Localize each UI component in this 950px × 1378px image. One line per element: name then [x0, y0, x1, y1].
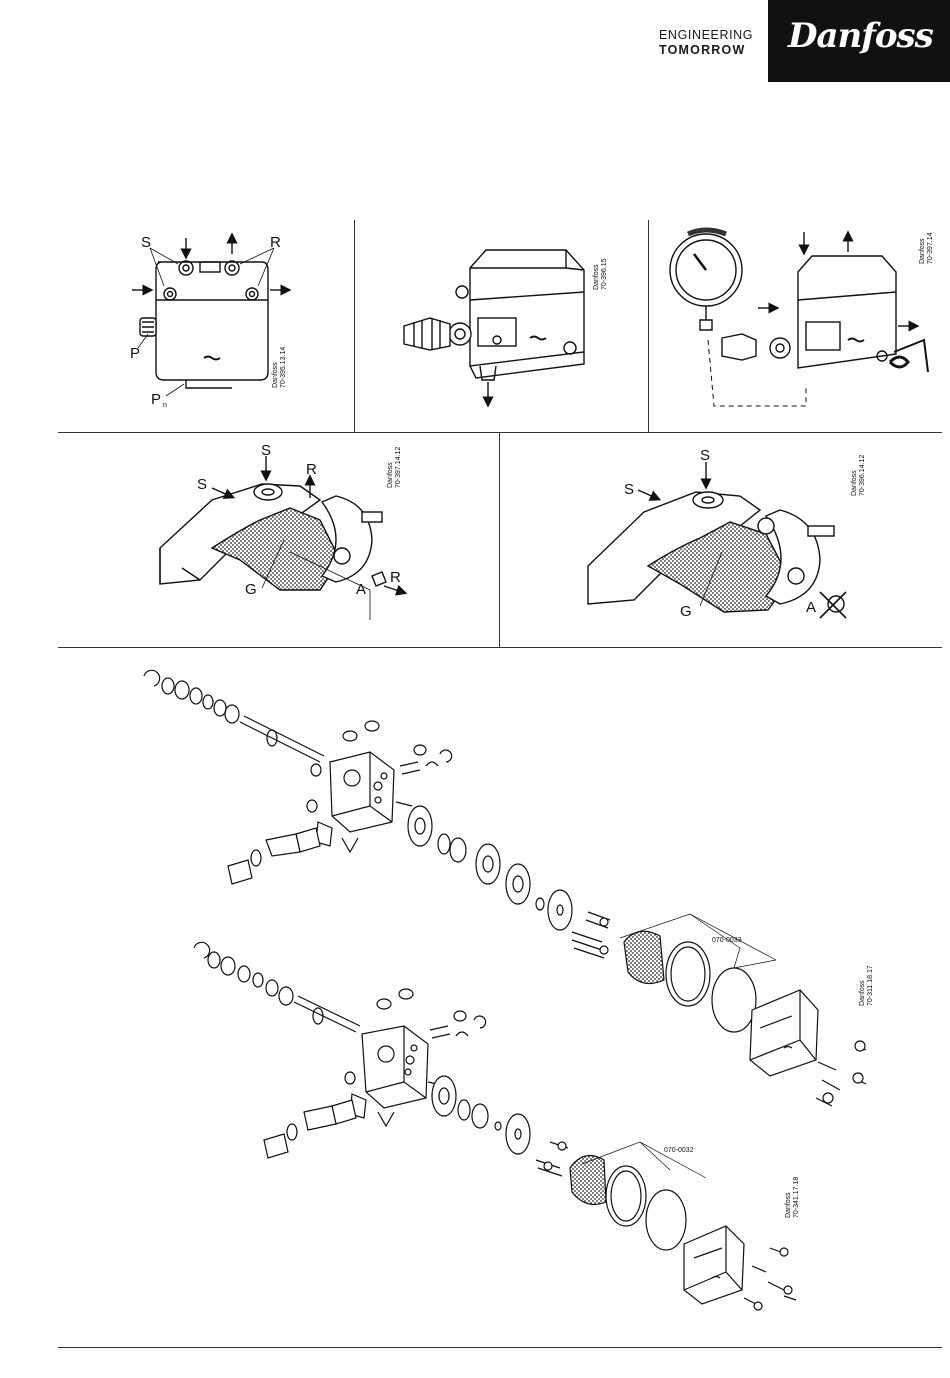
fig1-label-p: P — [130, 345, 140, 362]
fig5-label-a: A — [806, 599, 816, 616]
fig4-code-line1: Danfoss — [387, 462, 394, 488]
fig4-code-line2: 70-397.14.12 — [395, 447, 402, 488]
fig7-exploded-view — [194, 942, 796, 1310]
fig5-code-line1: Danfoss — [851, 470, 858, 496]
fig6-exploded-view — [144, 670, 866, 1106]
fig7-code-line1: Danfoss — [785, 1192, 792, 1218]
fig1-pump-ports — [132, 238, 286, 396]
fig1-code-line1: Danfoss — [272, 362, 279, 388]
fig1-label-pn: P — [151, 391, 161, 408]
fig4-label-s-top: S — [261, 442, 271, 459]
fig3-code-line2: 70-397.14 — [927, 232, 934, 264]
fig5-label-g: G — [680, 603, 692, 620]
fig1-label-s: S — [141, 234, 151, 251]
fig4-label-r-side: R — [390, 569, 401, 586]
fig4-label-r-top: R — [306, 461, 317, 478]
fig5-code-line2: 70-396.14.12 — [859, 455, 866, 496]
fig1-code-line2: 70-395.13.14 — [280, 347, 287, 388]
fig7-code-line2: 70-341.17.18 — [793, 1177, 800, 1218]
fig5-label-s-side: S — [624, 481, 634, 498]
fig5-label-s-top: S — [700, 447, 710, 464]
fig2-pump-drain — [404, 250, 584, 402]
fig4-label-g: G — [245, 581, 257, 598]
fig2-code-line2: 70-396.15 — [601, 258, 608, 290]
fig1-label-pn-sub: n — [163, 402, 167, 409]
fig7-part-number: 070-0032 — [664, 1147, 694, 1154]
fig6-code-line2: 70-311.18.17 — [867, 965, 874, 1006]
fig6-part-number: 070-0033 — [712, 937, 742, 944]
fig4-label-s-side: S — [197, 476, 207, 493]
fig2-code-line1: Danfoss — [593, 264, 600, 290]
fig4-label-a: A — [356, 581, 366, 598]
fig3-pump-gauge — [670, 230, 928, 406]
fig6-code-line1: Danfoss — [859, 980, 866, 1006]
fig1-label-r: R — [270, 234, 281, 251]
fig3-code-line1: Danfoss — [919, 238, 926, 264]
